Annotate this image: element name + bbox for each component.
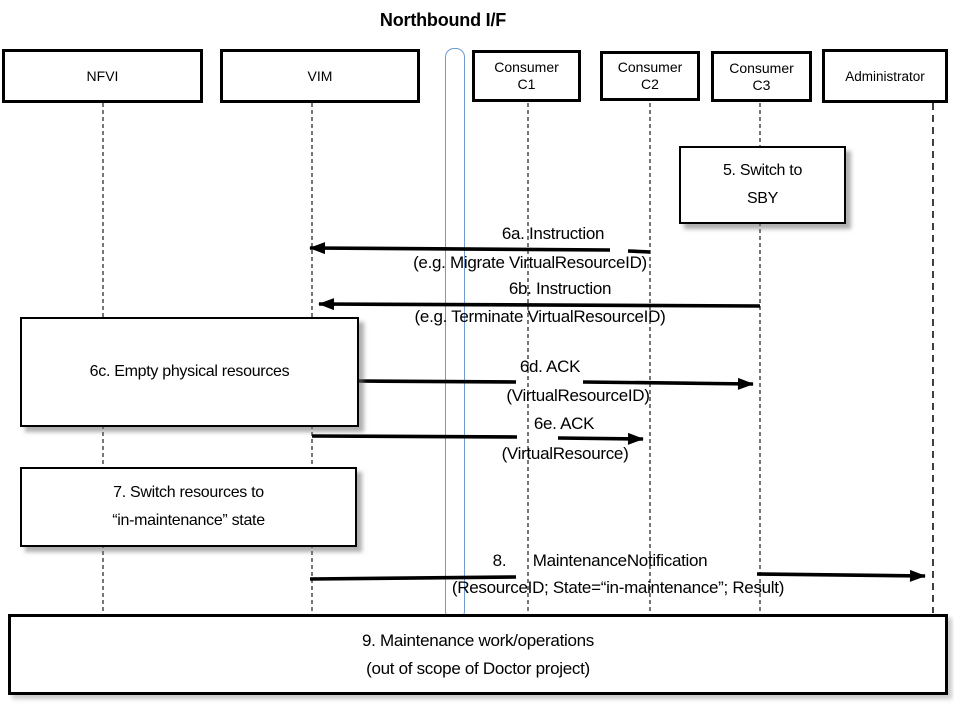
actor-label: C3 xyxy=(752,76,771,93)
step-box-9-maintenance-work: 9. Maintenance work/operations (out of s… xyxy=(8,614,948,695)
actor-label: C1 xyxy=(517,76,536,92)
arrow-6d xyxy=(582,377,754,390)
step-text: 9. Maintenance work/operations xyxy=(362,630,594,650)
step-box-6c-empty-physical-resources: 6c. Empty physical resources xyxy=(20,317,359,427)
arrow-6e-tail xyxy=(311,434,518,439)
diagram-title: Northbound I/F xyxy=(379,10,507,30)
arrow-6a xyxy=(309,242,611,255)
message-detail-6d: (VirtualResourceID) xyxy=(506,386,650,405)
actor-label: C2 xyxy=(641,76,659,92)
actor-box-consumer-c1: Consumer C1 xyxy=(472,50,581,102)
message-label-6a: 6a. Instruction xyxy=(501,224,605,243)
arrow-6b xyxy=(318,298,761,311)
arrow-8-tail xyxy=(309,575,517,581)
message-detail-8: (ResourceID; State=“in-maintenance”; Res… xyxy=(451,578,785,597)
actor-label: Consumer xyxy=(729,59,794,76)
step-text: SBY xyxy=(746,190,779,207)
step-text: 7. Switch resources to xyxy=(113,484,264,501)
step-text: “in-maintenance” state xyxy=(112,512,265,529)
arrow-6e xyxy=(557,432,644,445)
message-label-6d: 6d. ACK xyxy=(519,357,581,376)
actor-label: Administrator xyxy=(845,68,925,84)
actor-box-nfvi: NFVI xyxy=(2,49,203,103)
actor-box-vim: VIM xyxy=(220,49,420,103)
message-detail-6a: (e.g. Migrate VirtualResourceID) xyxy=(413,253,647,272)
message-detail-6b: (e.g. Terminate VirtualResourceID) xyxy=(414,307,666,326)
actor-box-consumer-c2: Consumer C2 xyxy=(600,51,700,101)
step-text: (out of scope of Doctor project) xyxy=(366,658,590,678)
message-label-6b: 6b. Instruction xyxy=(508,279,612,298)
message-detail-6e: (VirtualResource) xyxy=(501,444,629,463)
step-text: 5. Switch to xyxy=(722,162,803,179)
actor-label: VIM xyxy=(307,67,333,84)
actor-label: NFVI xyxy=(86,67,119,84)
message-arrows xyxy=(309,242,926,582)
step-box-5-switch-to-sby: 5. Switch to SBY xyxy=(679,146,846,224)
actor-label: Consumer xyxy=(494,59,559,75)
actor-label: Consumer xyxy=(617,59,683,75)
arrow-6a-tail xyxy=(627,249,651,254)
actor-box-consumer-c3: Consumer C3 xyxy=(711,51,812,102)
step-box-7-switch-resources: 7. Switch resources to “in-maintenance” … xyxy=(20,467,357,547)
step-text: 6c. Empty physical resources xyxy=(89,363,290,380)
message-label-6e: 6e. ACK xyxy=(533,414,595,433)
arrow-8 xyxy=(756,569,926,582)
actor-box-administrator: Administrator xyxy=(822,49,948,103)
message-label-8: 8. MaintenanceNotification xyxy=(492,551,708,570)
arrow-6d-tail xyxy=(357,379,517,384)
